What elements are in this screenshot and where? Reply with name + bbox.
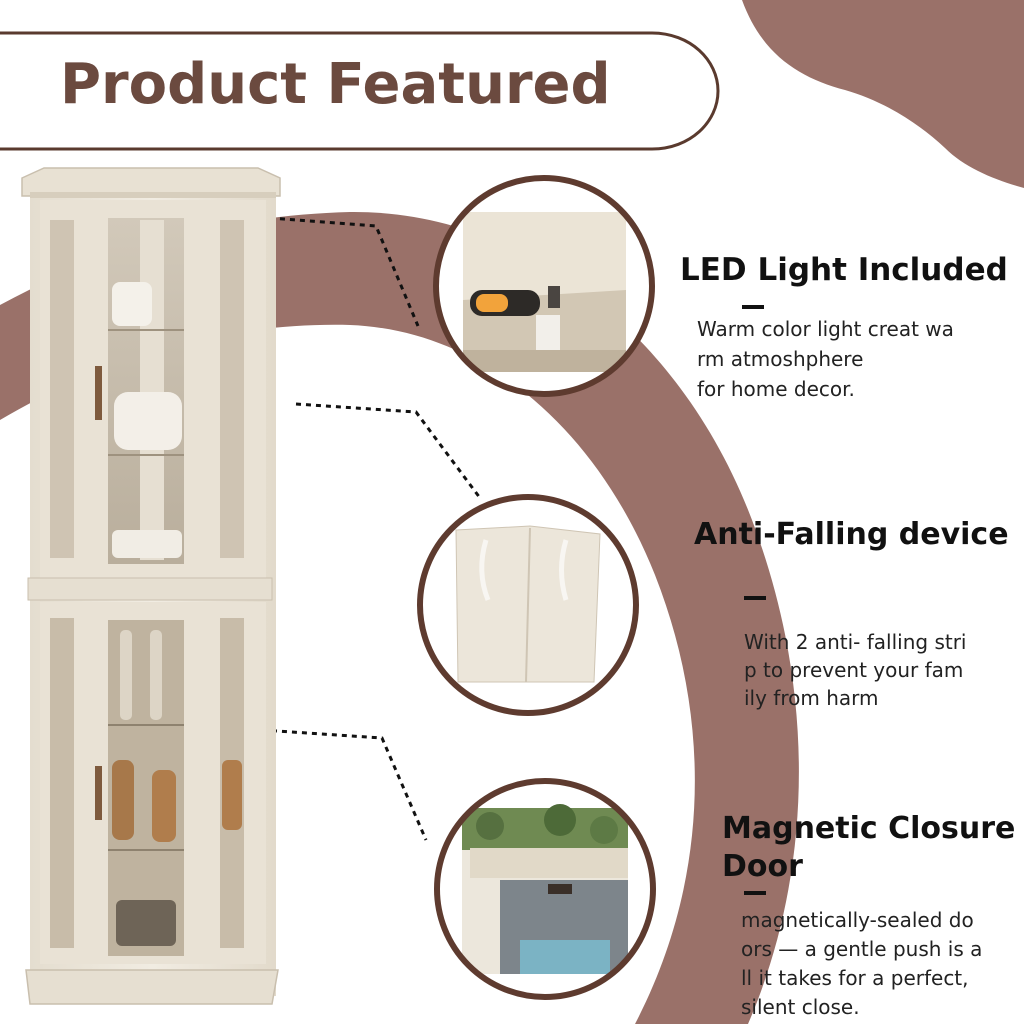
feature-desc-line: ors — a gentle push is a bbox=[741, 937, 983, 961]
feature-title-magnetic: Magnetic Closure Door bbox=[722, 810, 1015, 886]
feature-title-led: LED Light Included bbox=[680, 252, 1008, 288]
curio-cabinet-image bbox=[21, 167, 281, 1005]
feature-desc-line: ll it takes for a perfect, bbox=[741, 966, 969, 990]
feature-title-line: Magnetic Closure bbox=[722, 811, 1016, 846]
title-banner bbox=[0, 31, 720, 151]
feature-desc-line: With 2 anti- falling stri bbox=[744, 630, 967, 654]
feature-desc-anti-falling: With 2 anti- falling stri p to prevent y… bbox=[744, 628, 967, 712]
magnetic-door-photo-icon bbox=[434, 778, 656, 1000]
feature-dash-led bbox=[742, 305, 764, 309]
connector-line-2 bbox=[295, 402, 482, 499]
feature-desc-line: rm atmoshphere bbox=[697, 347, 864, 371]
corner-blob-shape bbox=[742, 0, 1024, 188]
feature-title-anti-falling: Anti-Falling device bbox=[694, 517, 1009, 552]
feature-desc-line: ily from harm bbox=[744, 686, 879, 710]
feature-title-line: Door bbox=[722, 849, 803, 884]
background-arc-shape bbox=[0, 211, 799, 1024]
feature-dash-anti-falling bbox=[744, 596, 766, 600]
connector-line-3 bbox=[261, 728, 428, 841]
feature-desc-line: p to prevent your fam bbox=[744, 658, 964, 682]
feature-desc-line: silent close. bbox=[741, 995, 860, 1019]
feature-dash-magnetic bbox=[744, 891, 766, 895]
feature-desc-line: magnetically-sealed do bbox=[741, 908, 974, 932]
feature-desc-magnetic: magnetically-sealed do ors — a gentle pu… bbox=[741, 906, 982, 1022]
feature-desc-led: Warm color light creat wa rm atmoshphere… bbox=[697, 314, 954, 404]
feature-desc-line: Warm color light creat wa bbox=[697, 317, 954, 341]
feature-desc-line: for home decor. bbox=[697, 377, 855, 401]
page-title: Product Featured bbox=[60, 52, 611, 117]
led-light-photo-icon bbox=[433, 175, 655, 397]
anti-falling-strip-photo-icon bbox=[417, 494, 639, 716]
